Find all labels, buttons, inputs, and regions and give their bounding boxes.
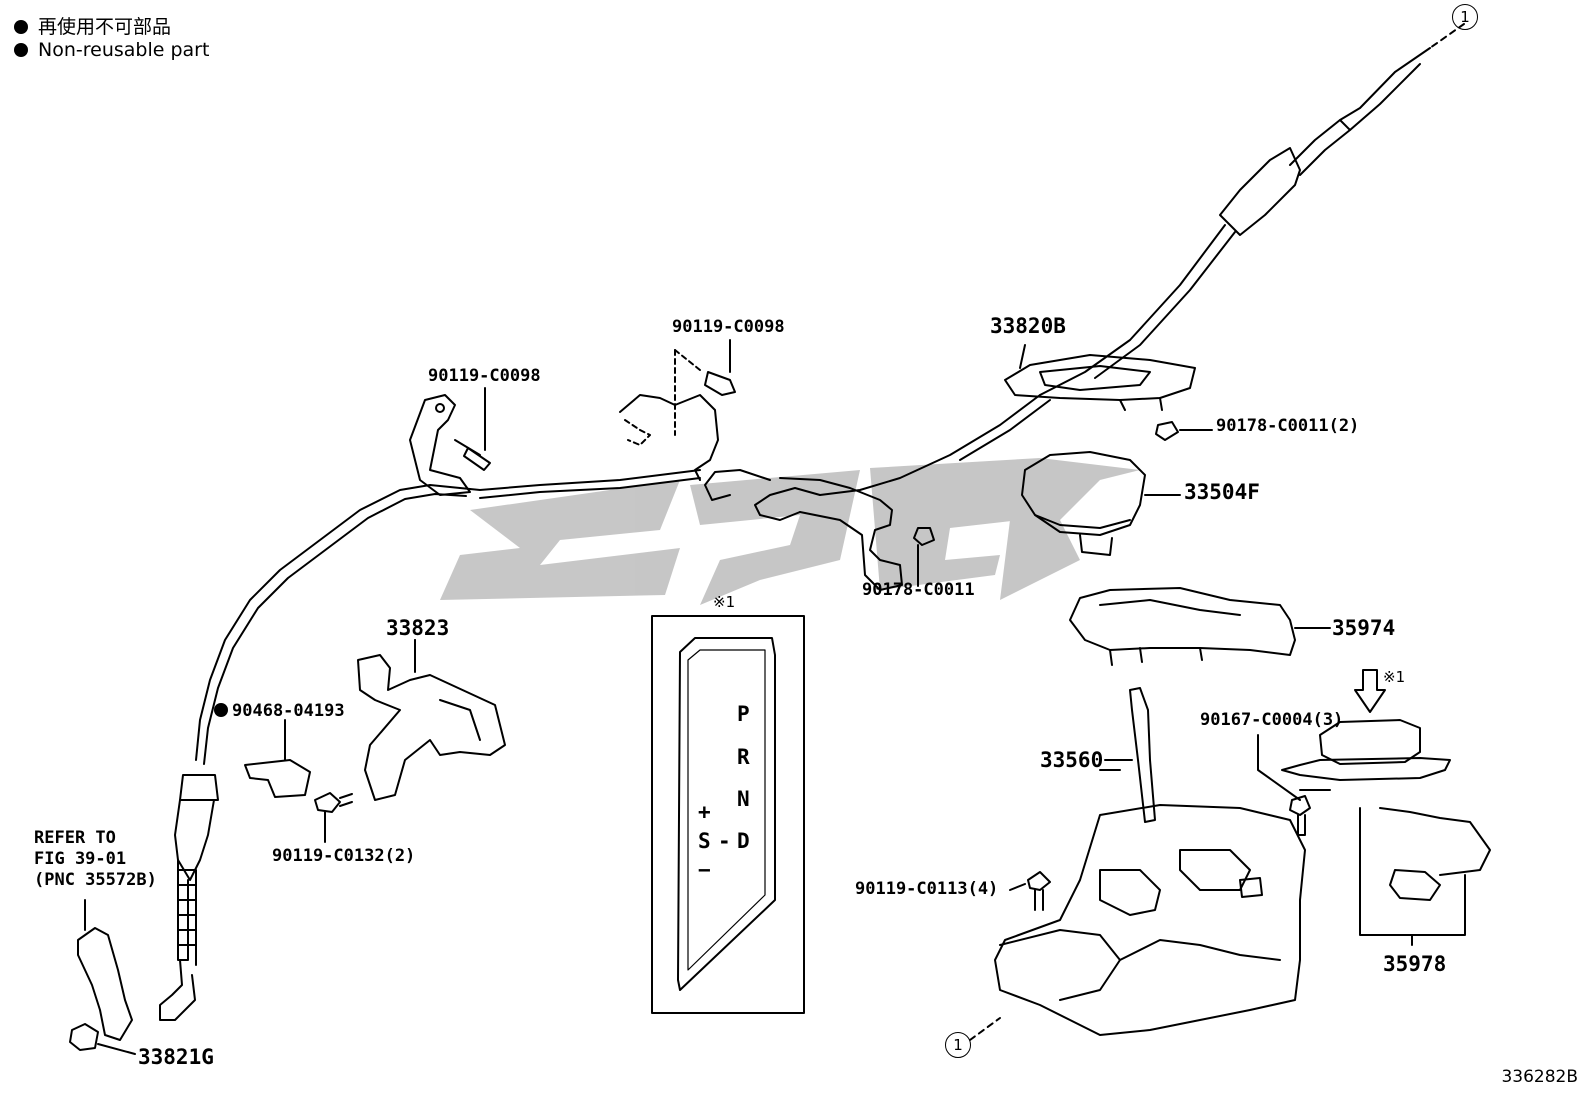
label-33820B[interactable]: 33820B bbox=[990, 314, 1066, 338]
non-reusable-dot-icon bbox=[14, 43, 28, 57]
part-33820B-shape bbox=[1004, 344, 1196, 411]
part-35974-shape bbox=[1069, 587, 1331, 666]
non-reusable-dot-icon bbox=[14, 20, 28, 34]
bolt-90167 bbox=[1289, 795, 1311, 836]
label-90178-C0011[interactable]: 90178-C0011 bbox=[862, 580, 975, 600]
watermark-logo bbox=[440, 458, 1140, 605]
cable-bracket-center bbox=[619, 349, 736, 481]
label-90178-C0011-2[interactable]: 90178-C0011(2) bbox=[1216, 416, 1360, 436]
gear-r: R bbox=[737, 745, 750, 769]
label-90119-C0098-left[interactable]: 90119-C0098 bbox=[428, 366, 541, 386]
shift-gate-panel bbox=[651, 615, 805, 1014]
diagram-number: 336282B bbox=[1501, 1067, 1578, 1087]
label-90119-C0132-2[interactable]: 90119-C0132(2) bbox=[272, 846, 416, 866]
gear-s: S bbox=[698, 829, 711, 853]
arrow-ref1 bbox=[1354, 669, 1386, 713]
bolt-90119-C0113 bbox=[1009, 871, 1051, 911]
refer-note: REFER TO FIG 39-01 (PNC 35572B) bbox=[34, 828, 157, 890]
nut-90178-C0011-2 bbox=[1155, 421, 1213, 441]
leader-90167 bbox=[1257, 734, 1301, 801]
label-90119-C0098-center[interactable]: 90119-C0098 bbox=[672, 317, 785, 337]
shift-cable bbox=[159, 47, 1431, 1021]
gear-n: N bbox=[737, 787, 750, 811]
gear-dash: - bbox=[718, 829, 731, 853]
part-33560-shape bbox=[994, 687, 1306, 1036]
gear-p: P bbox=[737, 702, 750, 726]
connector-mark-top: 1 bbox=[1452, 4, 1478, 30]
label-35974[interactable]: 35974 bbox=[1332, 616, 1396, 640]
part-33823-shape bbox=[357, 639, 506, 801]
label-35978[interactable]: 35978 bbox=[1383, 952, 1447, 976]
part-33504F-shape bbox=[1021, 451, 1181, 556]
label-33823[interactable]: 33823 bbox=[386, 616, 450, 640]
clip-90468-04193 bbox=[244, 719, 311, 798]
legend-en: Non-reusable part bbox=[14, 39, 209, 61]
bolt-90119-C0132 bbox=[314, 792, 353, 843]
cable-bracket-left bbox=[409, 394, 491, 496]
label-90167-C0004-3[interactable]: 90167-C0004(3) bbox=[1200, 710, 1344, 730]
connector-leader-bottom bbox=[969, 1017, 1001, 1041]
legend-ja: 再使用不可部品 bbox=[14, 12, 171, 39]
label-90468-04193[interactable]: 90468-04193 bbox=[214, 701, 345, 721]
label-33821G[interactable]: 33821G bbox=[138, 1045, 214, 1069]
label-33504F[interactable]: 33504F bbox=[1184, 480, 1260, 504]
gear-plus: + bbox=[698, 800, 711, 824]
label-90119-C0113-4[interactable]: 90119-C0113(4) bbox=[855, 879, 999, 899]
part-35978-shape bbox=[1281, 719, 1491, 946]
gear-d: D bbox=[737, 829, 750, 853]
ref-mark-gate: ※1 bbox=[713, 593, 736, 611]
label-33560[interactable]: 33560 bbox=[1040, 748, 1104, 772]
gear-minus: − bbox=[698, 858, 711, 882]
non-reusable-dot-icon bbox=[214, 703, 228, 717]
connector-mark-bottom: 1 bbox=[945, 1032, 971, 1058]
part-33821G-shape bbox=[69, 899, 136, 1055]
ref-mark-arrow: ※1 bbox=[1383, 668, 1406, 686]
